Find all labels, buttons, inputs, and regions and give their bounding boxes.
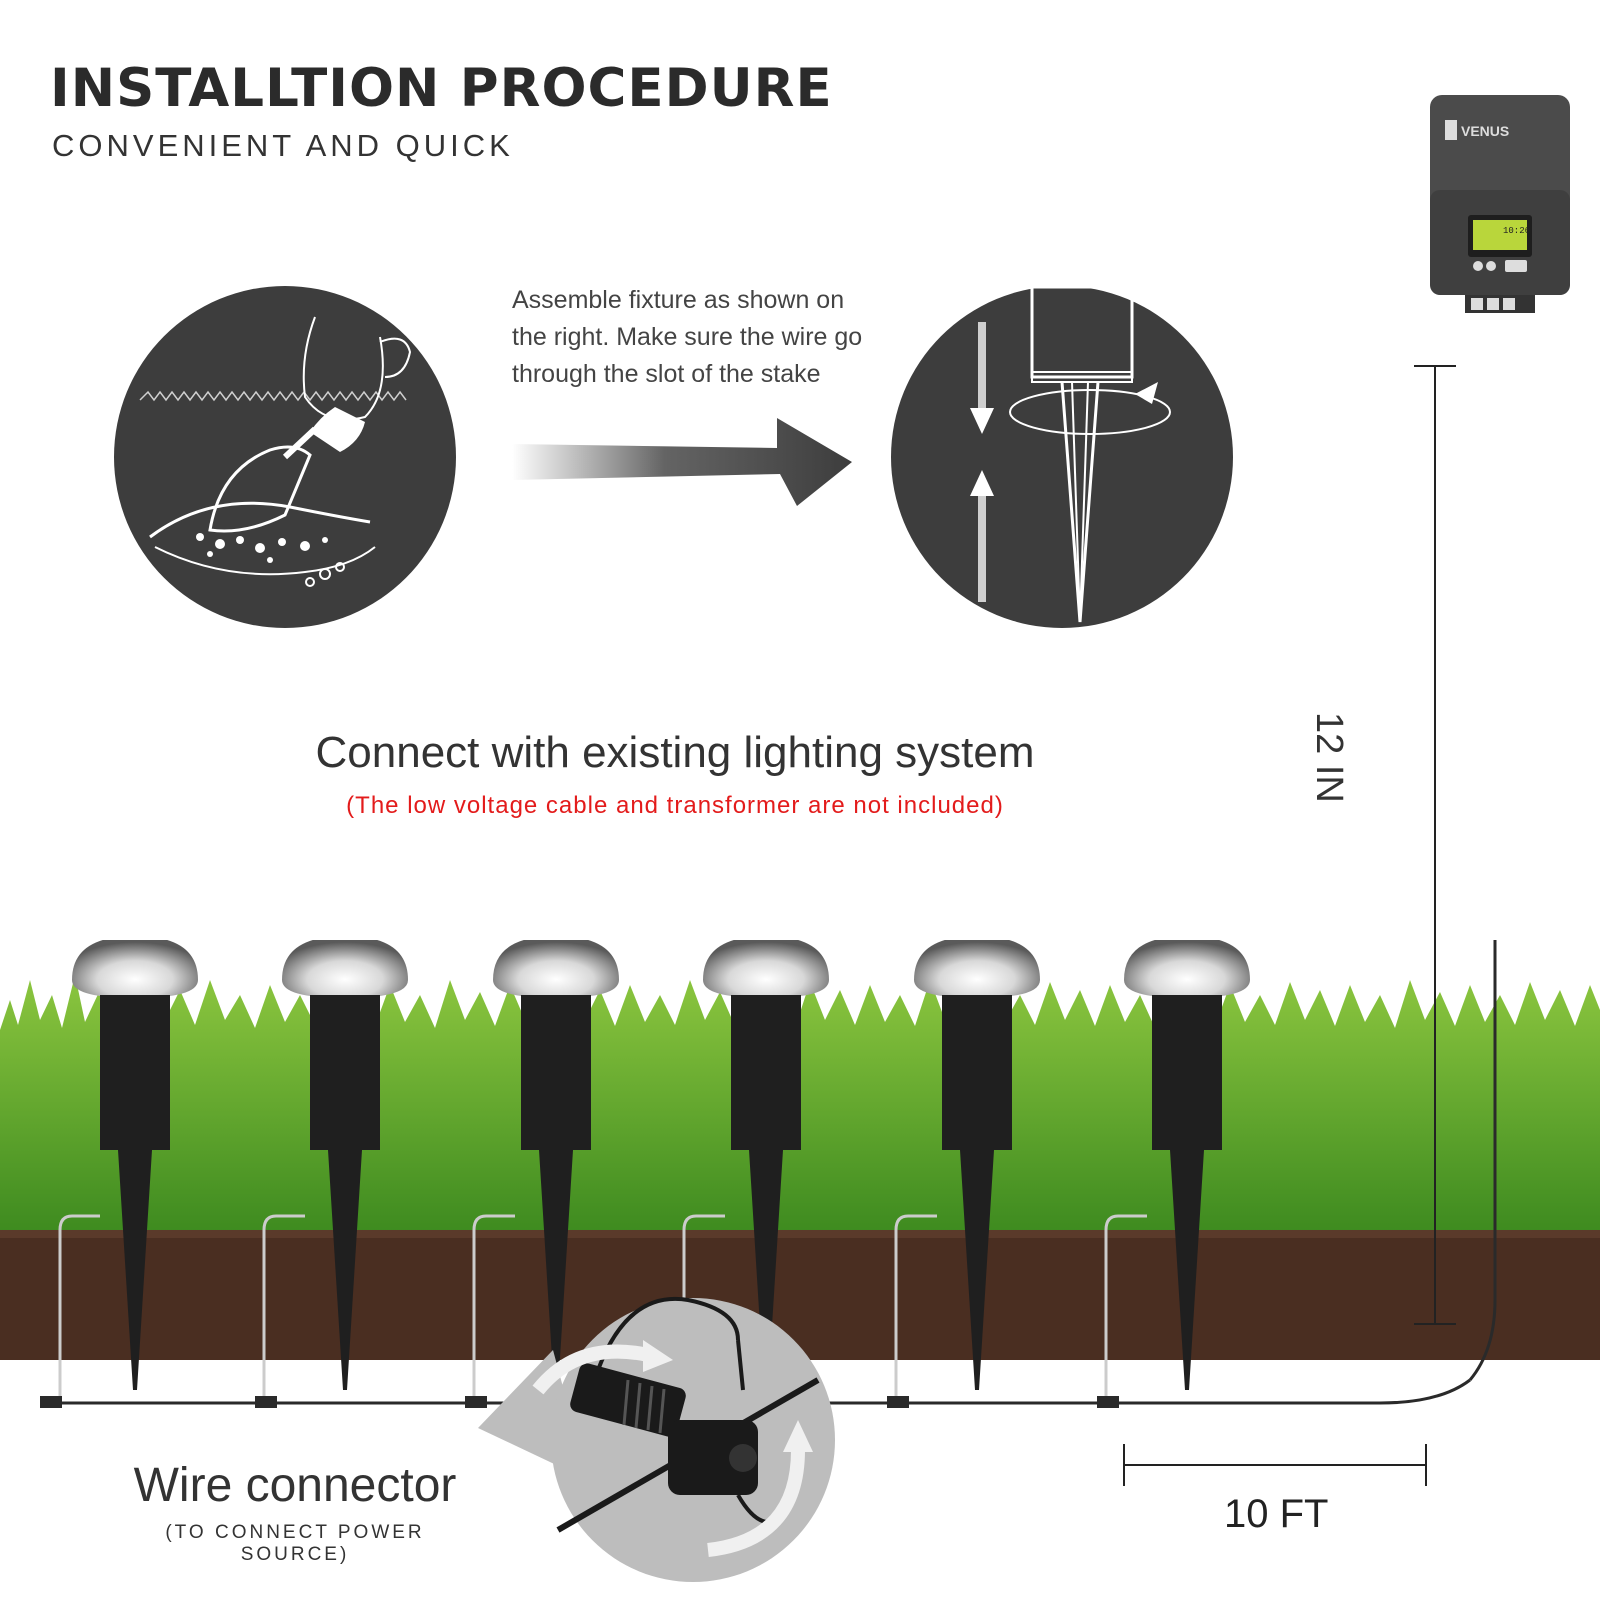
height-dimension-label: 12 IN bbox=[1308, 712, 1350, 803]
transformer-device: VENUS 10:26 bbox=[1430, 95, 1570, 313]
path-light-6 bbox=[1097, 940, 1250, 1408]
wire-connector-sublabel: (TO CONNECT POWER SOURCE) bbox=[165, 1522, 425, 1565]
page-subtitle: CONVENIENT AND QUICK bbox=[52, 128, 514, 163]
wire-connector-zoom bbox=[478, 1296, 835, 1582]
not-included-note: (The low voltage cable and transformer a… bbox=[346, 792, 1004, 819]
height-dimension-line bbox=[1414, 365, 1456, 1325]
transformer-brand: VENUS bbox=[1461, 123, 1509, 139]
page-title: INSTALLTION PROCEDURE bbox=[50, 58, 833, 119]
assemble-instruction: Assemble fixture as shown on the right. … bbox=[512, 286, 863, 388]
path-light-2 bbox=[255, 940, 408, 1408]
width-dimension-line bbox=[1123, 1444, 1427, 1486]
wire-connector-label: Wire connector bbox=[133, 1459, 457, 1512]
path-light-3 bbox=[465, 940, 619, 1408]
transformer-display: 10:26 bbox=[1503, 226, 1530, 236]
path-light-1 bbox=[40, 940, 198, 1408]
trowel-digging-icon bbox=[114, 286, 456, 628]
arrow-right-icon bbox=[512, 418, 852, 506]
stake-assembly-icon bbox=[891, 285, 1233, 628]
width-dimension-label: 10 FT bbox=[1224, 1492, 1329, 1536]
connection-heading: Connect with existing lighting system bbox=[315, 728, 1035, 777]
path-light-5 bbox=[887, 940, 1040, 1408]
path-light-4 bbox=[682, 940, 829, 1400]
